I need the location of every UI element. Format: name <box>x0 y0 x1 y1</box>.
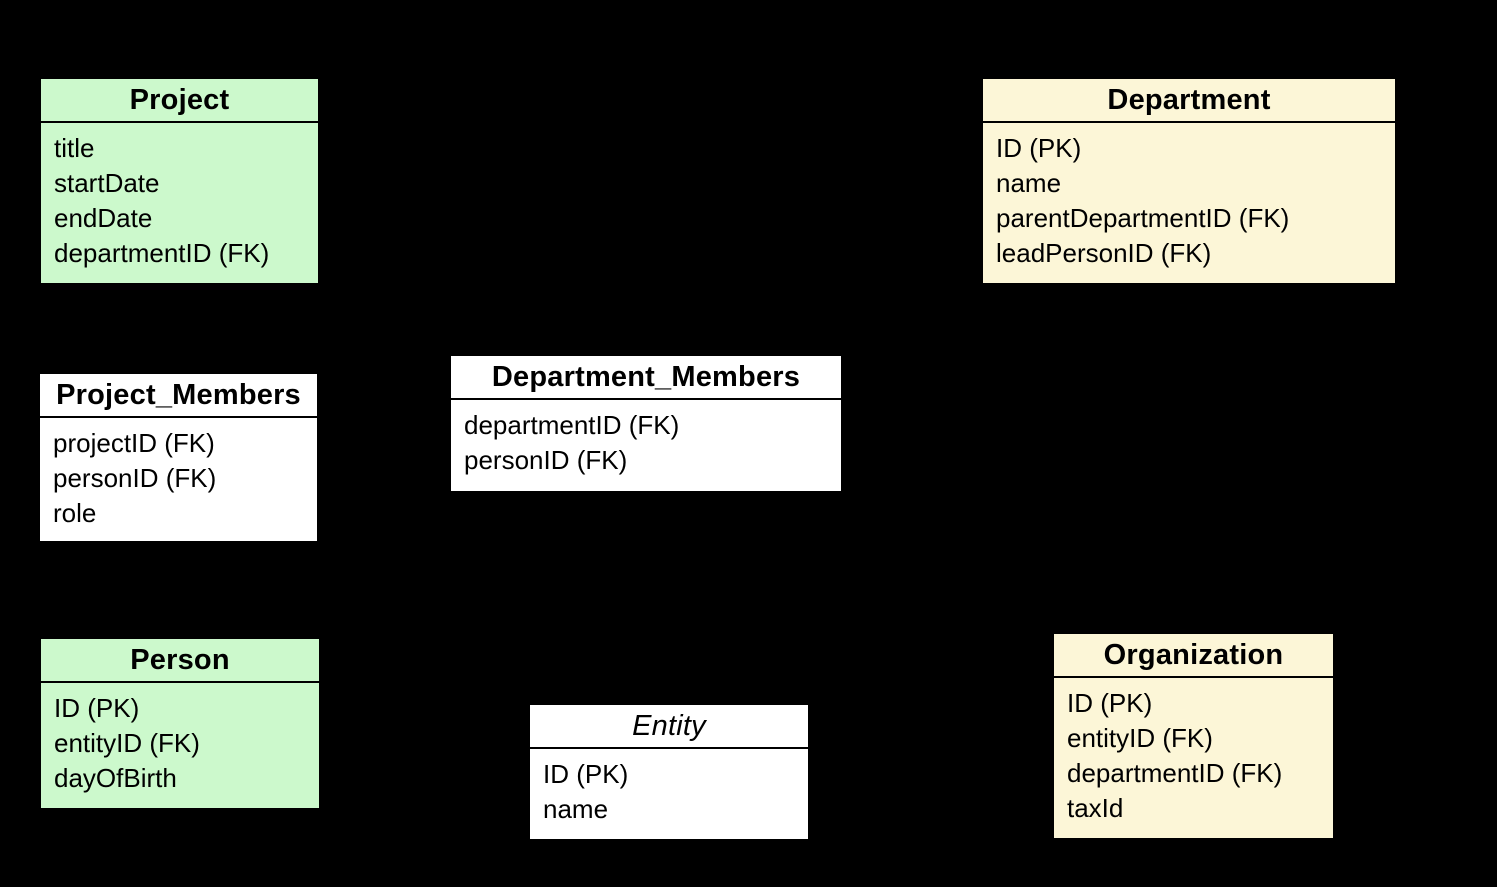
entity-table-project: Project title startDate endDate departmentI… <box>39 77 320 285</box>
table-field: personID (FK) <box>53 463 217 493</box>
table-fields-organization: ID (PK) entityID (FK) departmentID (FK) tax… <box>1054 678 1333 826</box>
entity-table-entity: Entity ID (PK) name <box>528 703 810 841</box>
entity-table-person: Person ID (PK) entityID (FK) dayOfBirth <box>39 637 321 810</box>
table-title-project-members: Project_Members <box>40 374 317 418</box>
entity-table-organization: Organization ID (PK) entityID (FK) departm… <box>1052 632 1335 840</box>
table-fields-project-members: projectID (FK) personID (FK) role <box>40 418 317 531</box>
table-fields-department-members: departmentID (FK) personID (FK) <box>451 400 841 478</box>
table-fields-project: title startDate endDate departmentID (FK) <box>41 123 318 271</box>
table-fields-entity: ID (PK) name <box>530 749 808 827</box>
table-field: parentDepartmentID (FK) <box>996 203 1290 233</box>
table-field: entityID (FK) <box>54 728 200 758</box>
table-field: projectID (FK) <box>53 428 215 458</box>
table-field: ID (PK) <box>54 693 140 723</box>
table-field: taxId <box>1067 793 1124 823</box>
table-field: dayOfBirth <box>54 763 177 793</box>
table-field: ID (PK) <box>543 759 629 789</box>
table-field: entityID (FK) <box>1067 723 1213 753</box>
table-title-department: Department <box>983 79 1395 123</box>
table-field: departmentID (FK) <box>464 410 680 440</box>
table-field: role <box>53 498 97 528</box>
entity-table-department: Department ID (PK) name parentDepartmentID… <box>981 77 1397 285</box>
table-title-department-members: Department_Members <box>451 356 841 400</box>
table-field: endDate <box>54 203 153 233</box>
entity-table-project-members: Project_Members projectID (FK) personID (… <box>38 372 319 543</box>
table-field: name <box>996 168 1062 198</box>
table-field: ID (PK) <box>1067 688 1153 718</box>
entity-table-department-members: Department_Members departmentID (FK) pers… <box>449 354 843 493</box>
table-title-organization: Organization <box>1054 634 1333 678</box>
table-fields-department: ID (PK) name parentDepartmentID (FK) leadPe… <box>983 123 1395 271</box>
table-field: name <box>543 794 609 824</box>
table-field: departmentID (FK) <box>1067 758 1283 788</box>
table-field: ID (PK) <box>996 133 1082 163</box>
table-title-entity: Entity <box>530 705 808 749</box>
table-field: startDate <box>54 168 160 198</box>
table-field: leadPersonID (FK) <box>996 238 1212 268</box>
table-title-person: Person <box>41 639 319 683</box>
table-field: title <box>54 133 95 163</box>
table-field: departmentID (FK) <box>54 238 270 268</box>
table-fields-person: ID (PK) entityID (FK) dayOfBirth <box>41 683 319 796</box>
table-title-project: Project <box>41 79 318 123</box>
table-field: personID (FK) <box>464 445 628 475</box>
